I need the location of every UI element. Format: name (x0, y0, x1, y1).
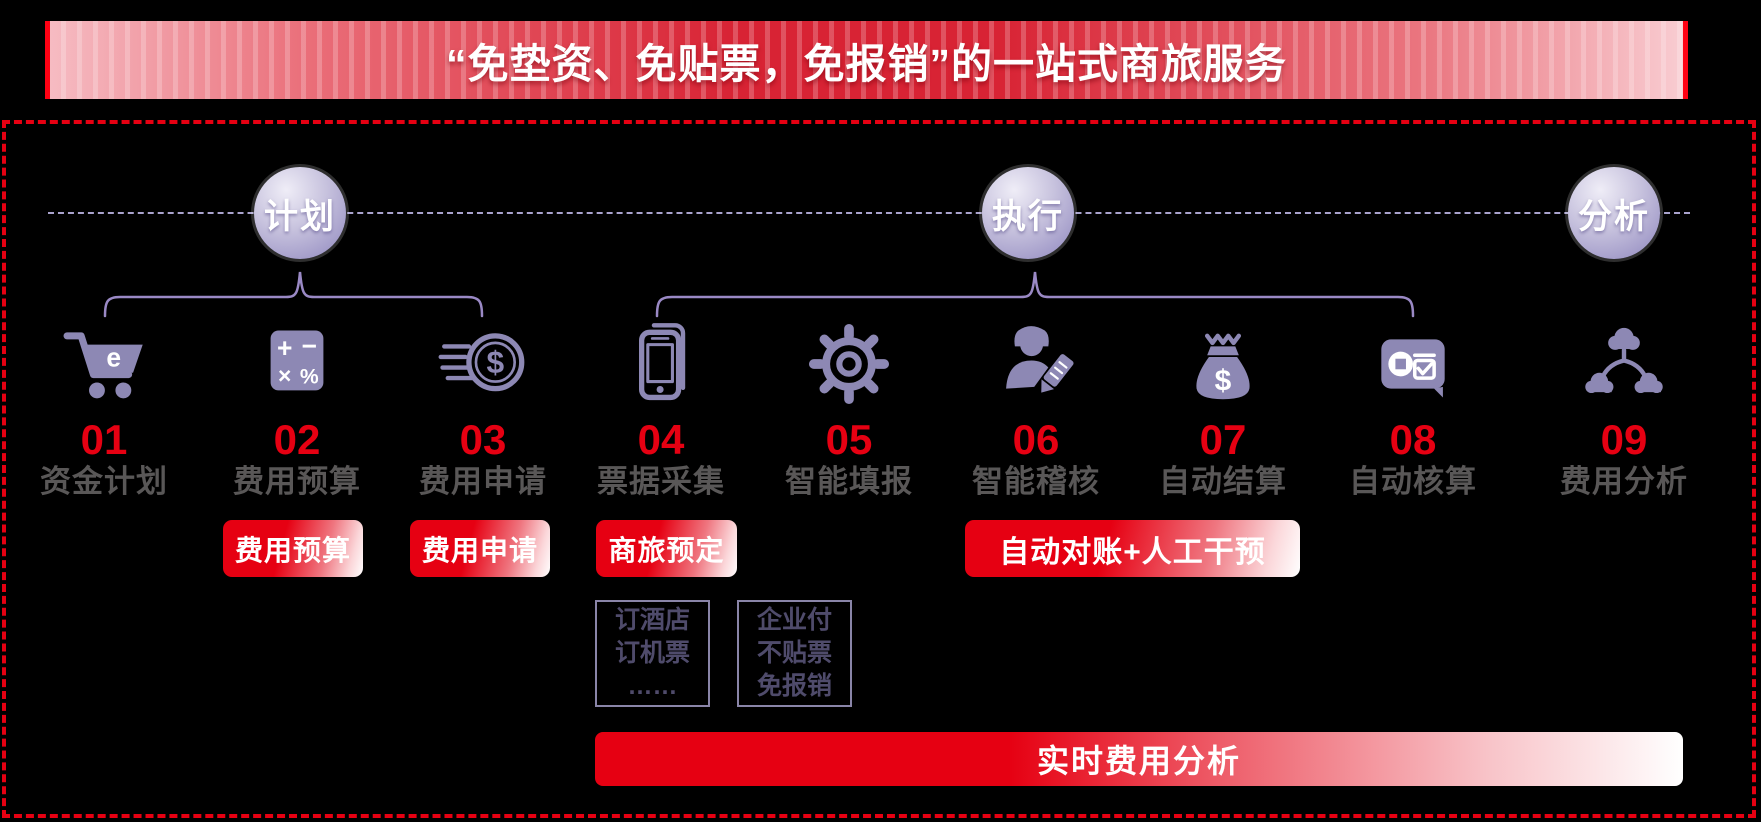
corporate-line-1: 企业付 (756, 606, 832, 634)
step-label: 资金计划 (40, 464, 168, 499)
step-number: 07 (1199, 416, 1247, 463)
step-item-3: $ 03 费用申请 (388, 318, 578, 500)
step-label: 自动结算 (1159, 464, 1287, 499)
phase-execute-label: 执行 (992, 197, 1064, 236)
step-item-4: 04 票据采集 (566, 318, 756, 500)
phase-plan-label: 计划 (264, 197, 336, 236)
svg-text:e: e (106, 343, 121, 373)
calculator-icon: + − × % (202, 318, 392, 410)
page-title: “免垫资、免贴票，免报销”的一站式商旅服务 (446, 41, 1287, 87)
step-number: 08 (1389, 416, 1437, 463)
step-number: 09 (1600, 416, 1648, 463)
booking-line-1: 订酒店 (614, 606, 690, 634)
booking-options-box: 订酒店 订机票 …… (595, 600, 710, 707)
gear-icon (754, 318, 944, 410)
phone-icon (566, 318, 756, 410)
step-label: 智能填报 (785, 464, 913, 499)
badge-auto-reconcile: 自动对账+人工干预 (965, 520, 1300, 577)
realtime-analysis-label: 实时费用分析 (1036, 743, 1241, 779)
card-check-icon (1318, 318, 1508, 410)
title-banner: “免垫资、免贴票，免报销”的一站式商旅服务 (45, 21, 1688, 99)
moneybag-icon: $ (1128, 318, 1318, 410)
booking-line-2: 订机票 (614, 639, 690, 667)
step-number: 04 (637, 416, 685, 463)
step-item-2: + − × % 02 费用预算 (202, 318, 392, 500)
timeline-dashed-line (48, 212, 1690, 214)
svg-text:×: × (278, 362, 291, 388)
badge-expense-apply: 费用申请 (410, 520, 550, 577)
phase-analyze-label: 分析 (1578, 197, 1650, 236)
step-item-1: e 01 资金计划 (9, 318, 199, 500)
phase-bubble-plan: 计划 (254, 167, 346, 259)
svg-text:$: $ (487, 344, 505, 380)
step-label: 费用分析 (1560, 464, 1688, 499)
cart-icon: e (9, 318, 199, 410)
step-item-9: 09 费用分析 (1529, 318, 1719, 500)
step-number: 02 (273, 416, 321, 463)
step-item-6: 06 智能稽核 (941, 318, 1131, 500)
realtime-analysis-bar: 实时费用分析 (595, 732, 1683, 786)
step-number: 03 (459, 416, 507, 463)
cloud-network-icon (1529, 318, 1719, 410)
corporate-line-3: 免报销 (756, 672, 832, 700)
step-label: 自动核算 (1349, 464, 1477, 499)
step-label: 票据采集 (597, 464, 725, 499)
corporate-line-2: 不贴票 (756, 639, 832, 667)
svg-text:+: + (277, 333, 292, 363)
coin-speed-icon: $ (388, 318, 578, 410)
corporate-pay-box: 企业付 不贴票 免报销 (737, 600, 852, 707)
step-number: 01 (80, 416, 128, 463)
auditor-icon (941, 318, 1131, 410)
phase-bubble-analyze: 分析 (1568, 167, 1660, 259)
svg-text:−: − (302, 331, 317, 361)
svg-text:$: $ (1215, 364, 1232, 397)
phase-bubble-execute: 执行 (982, 167, 1074, 259)
step-label: 费用预算 (233, 464, 361, 499)
step-item-5: 05 智能填报 (754, 318, 944, 500)
step-number: 05 (825, 416, 873, 463)
dashed-frame (2, 120, 1756, 818)
step-label: 智能稽核 (972, 464, 1100, 499)
badge-travel-booking: 商旅预定 (596, 520, 737, 577)
booking-line-3: …… (627, 672, 678, 700)
step-number: 06 (1012, 416, 1060, 463)
step-item-8: 08 自动核算 (1318, 318, 1508, 500)
step-label: 费用申请 (419, 464, 547, 499)
step-item-7: $ 07 自动结算 (1128, 318, 1318, 500)
svg-text:%: % (300, 365, 319, 388)
badge-expense-budget: 费用预算 (223, 520, 363, 577)
